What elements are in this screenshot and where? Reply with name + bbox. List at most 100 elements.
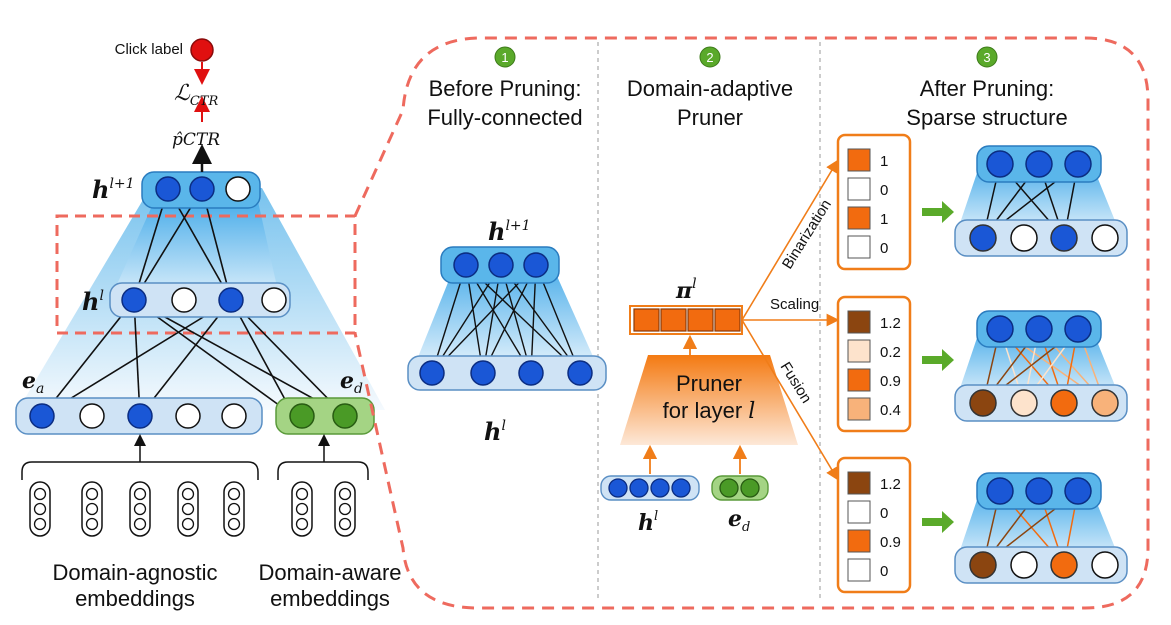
scaling-label: Scaling — [770, 296, 819, 313]
node-active — [488, 252, 514, 278]
binarization-label: Binarization — [779, 197, 835, 272]
mask-value: 1 — [880, 211, 888, 228]
sparse-network-fusion — [954, 472, 1128, 584]
svg-text:1: 1 — [501, 50, 508, 65]
result-arrow — [922, 201, 954, 223]
node-active — [1025, 150, 1053, 178]
node-inactive — [1010, 224, 1038, 252]
h-l-label: hl — [638, 509, 658, 536]
mask-value: 0.9 — [880, 373, 901, 390]
h-l1-label: hl+1 — [488, 217, 531, 246]
node-inactive — [1010, 551, 1038, 579]
step-1-subtitle: Fully-connected — [427, 105, 582, 130]
node-active — [1050, 389, 1078, 417]
node-active — [986, 477, 1014, 505]
step-3-title: After Pruning: — [920, 76, 1055, 101]
e-d-label: ed — [340, 368, 363, 397]
mask-value: 0.9 — [880, 534, 901, 551]
aware-label-line1: Domain-aware — [258, 560, 401, 585]
node-domain — [740, 478, 760, 498]
step-2-subtitle: Pruner — [677, 105, 743, 130]
node-active — [1025, 477, 1053, 505]
node-active — [218, 287, 244, 313]
h-l-label: hl — [82, 287, 104, 316]
aware-label-line2: embeddings — [270, 586, 390, 611]
mask-cell — [847, 529, 871, 553]
result-arrow — [922, 349, 954, 371]
node-active — [419, 360, 445, 386]
embedding-vector — [223, 481, 245, 537]
click-label-dot — [190, 38, 214, 62]
fully-connected-network: hl+1 hl — [407, 217, 607, 446]
mask-value: 1.2 — [880, 315, 901, 332]
node-domain — [332, 403, 358, 429]
mask-cell — [847, 558, 871, 582]
node-active — [986, 150, 1014, 178]
mask-cell — [847, 397, 871, 421]
node-active — [523, 252, 549, 278]
mask-cell — [847, 235, 871, 259]
step-badge-2 — [699, 46, 721, 68]
node-inactive — [171, 287, 197, 313]
pi-label: πl — [675, 276, 697, 304]
h-l1-label: hl+1 — [92, 175, 135, 204]
mask-value: 0 — [880, 563, 888, 580]
node-inactive — [1091, 551, 1119, 579]
node-active — [29, 403, 55, 429]
agnostic-label-line1: Domain-agnostic — [52, 560, 217, 585]
embedding-vector — [291, 481, 313, 537]
node-active — [671, 478, 691, 498]
zoom-callout-outline — [353, 36, 1150, 610]
step-badge-3 — [976, 46, 998, 68]
mask-cell — [847, 500, 871, 524]
mask-cell — [847, 206, 871, 230]
node-active — [1064, 150, 1092, 178]
domain-adaptive-pruner: Pruner for layer l πl hl ed Binarization… — [600, 159, 840, 536]
node-active — [567, 360, 593, 386]
mask-cell — [847, 310, 871, 334]
node-active — [155, 176, 181, 202]
pruner-block — [620, 355, 798, 445]
mask-value: 0 — [880, 182, 888, 199]
left-network: Click label ℒCTR p̂CTR hl+1 hl ea ed Dom… — [15, 38, 402, 611]
mask-value: 0 — [880, 240, 888, 257]
pi-cell — [660, 308, 687, 332]
node-active — [189, 176, 215, 202]
scaling-mask: 1.20.20.90.4 — [836, 295, 912, 433]
node-inactive — [221, 403, 247, 429]
embedding-vector — [177, 481, 199, 537]
fusion-mask: 1.200.90 — [836, 456, 912, 594]
step-badge-1 — [494, 46, 516, 68]
h-l-label: hl — [484, 417, 506, 446]
svg-text:2: 2 — [706, 50, 713, 65]
mask-value: 1.2 — [880, 476, 901, 493]
result-arrow — [922, 511, 954, 533]
node-inactive — [175, 403, 201, 429]
mask-cell — [847, 471, 871, 495]
node-active — [650, 478, 670, 498]
node-active — [470, 360, 496, 386]
aware-embeddings — [291, 481, 356, 537]
node-active — [969, 389, 997, 417]
pi-cell — [714, 308, 741, 332]
node-active — [969, 551, 997, 579]
mask-cell — [847, 339, 871, 363]
node-active — [518, 360, 544, 386]
step-3-header: 3 After Pruning: Sparse structure — [906, 46, 1068, 130]
node-domain — [289, 403, 315, 429]
pruner-label-line1: Pruner — [676, 371, 742, 396]
mask-value: 0.4 — [880, 402, 901, 419]
node-active — [1064, 315, 1092, 343]
loss-label: ℒCTR — [174, 81, 218, 109]
pi-cell — [687, 308, 714, 332]
node-active — [1050, 551, 1078, 579]
node-inactive — [225, 176, 251, 202]
node-active — [986, 315, 1014, 343]
node-active — [1010, 389, 1038, 417]
svg-text:3: 3 — [983, 50, 990, 65]
mask-value: 1 — [880, 153, 888, 170]
pi-cell — [633, 308, 660, 332]
agnostic-embeddings — [29, 481, 245, 537]
step-2-header: 2 Domain-adaptive Pruner — [627, 46, 793, 130]
